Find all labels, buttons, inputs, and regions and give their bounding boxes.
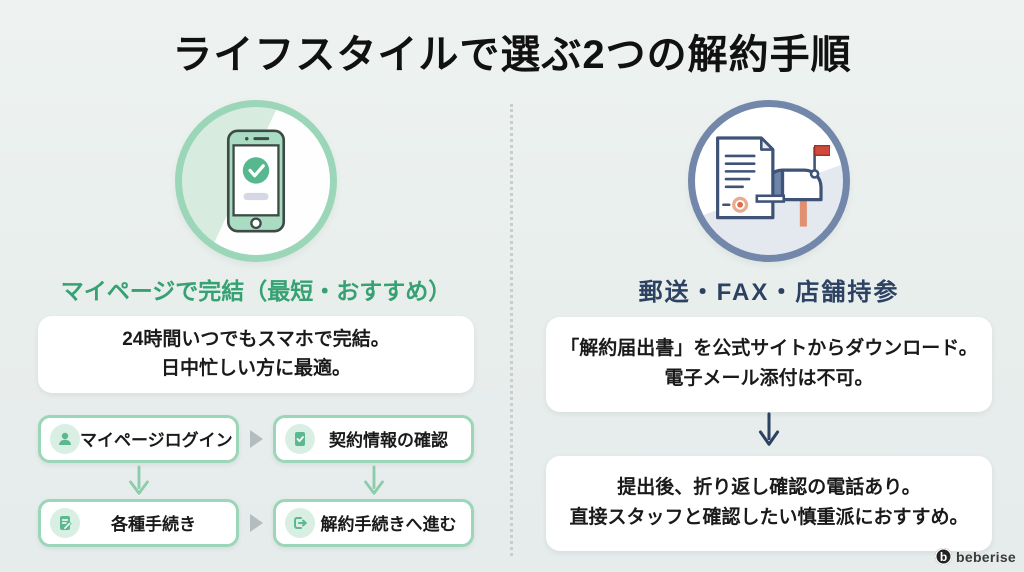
brand-name: beberise bbox=[956, 548, 1016, 565]
down-arrows-row bbox=[38, 463, 474, 499]
smartphone-badge bbox=[175, 100, 337, 262]
step-label: 各種手続き bbox=[111, 515, 196, 535]
document-check-icon bbox=[285, 423, 315, 454]
step-various-procedures: 各種手続き bbox=[38, 498, 239, 547]
mailbox-document-icon bbox=[716, 136, 830, 227]
vertical-dotted-divider bbox=[510, 104, 513, 556]
card-text-line: 日中忙しい方に最適。 bbox=[160, 358, 351, 380]
card-text-line: 24時間いつでもスマホで完結。 bbox=[122, 329, 390, 350]
user-icon bbox=[50, 423, 80, 454]
mail-heading: 郵送・FAX・店舗持参 bbox=[638, 279, 900, 306]
mail-step2-card: 提出後、折り返し確認の電話あり。 直接スタッフと確認したい慎重派におすすめ。 bbox=[546, 455, 992, 551]
down-arrow-icon bbox=[273, 465, 474, 497]
mypage-description-card: 24時間いつでもスマホで完結。 日中忙しい方に最適。 bbox=[38, 316, 474, 393]
mailbox-badge bbox=[688, 100, 850, 262]
page-title: ライフスタイルで選ぶ2つの解約手順 bbox=[172, 33, 852, 77]
document-edit-icon bbox=[50, 507, 80, 538]
mypage-column: マイページで完結（最短・おすすめ） 24時間いつでもスマホで完結。 日中忙しい方… bbox=[38, 100, 474, 547]
card-text-line: 提出後、折り返し確認の電話あり。 bbox=[617, 476, 921, 498]
brand-logo: b beberise bbox=[935, 548, 1016, 565]
smartphone-check-icon bbox=[226, 129, 286, 233]
flow-row-2: 各種手続き 解約手続きへ進む bbox=[38, 498, 474, 547]
card-text-line: 電子メール添付は不可。 bbox=[664, 368, 874, 390]
down-arrow-icon bbox=[755, 412, 783, 455]
mypage-heading: マイページで完結（最短・おすすめ） bbox=[60, 278, 452, 304]
down-arrow-icon bbox=[38, 465, 239, 497]
exit-arrow-icon bbox=[285, 507, 315, 538]
mail-step1-card: 「解約届出書」を公式サイトからダウンロード。 電子メール添付は不可。 bbox=[546, 317, 992, 412]
mail-fax-column: 郵送・FAX・店舗持参 「解約届出書」を公式サイトからダウンロード。 電子メール… bbox=[546, 100, 992, 551]
right-triangle-arrow-icon bbox=[249, 429, 263, 448]
step-contract-info-check: 契約情報の確認 bbox=[273, 414, 474, 463]
step-label: マイページログイン bbox=[80, 431, 233, 451]
right-triangle-arrow-icon bbox=[249, 513, 263, 532]
flow-row-1: マイページログイン 契約情報の確認 bbox=[38, 414, 474, 463]
navy-down-arrow-row bbox=[546, 412, 992, 456]
step-mypage-login: マイページログイン bbox=[38, 414, 239, 463]
step-label: 解約手続きへ進む bbox=[320, 515, 457, 535]
step-proceed-to-cancel: 解約手続きへ進む bbox=[273, 498, 474, 547]
step-label: 契約情報の確認 bbox=[329, 431, 448, 451]
beberise-logo-icon: b bbox=[935, 548, 952, 565]
card-text-line: 直接スタッフと確認したい慎重派におすすめ。 bbox=[569, 507, 969, 529]
card-text-line: 「解約届出書」を公式サイトからダウンロード。 bbox=[560, 338, 978, 359]
